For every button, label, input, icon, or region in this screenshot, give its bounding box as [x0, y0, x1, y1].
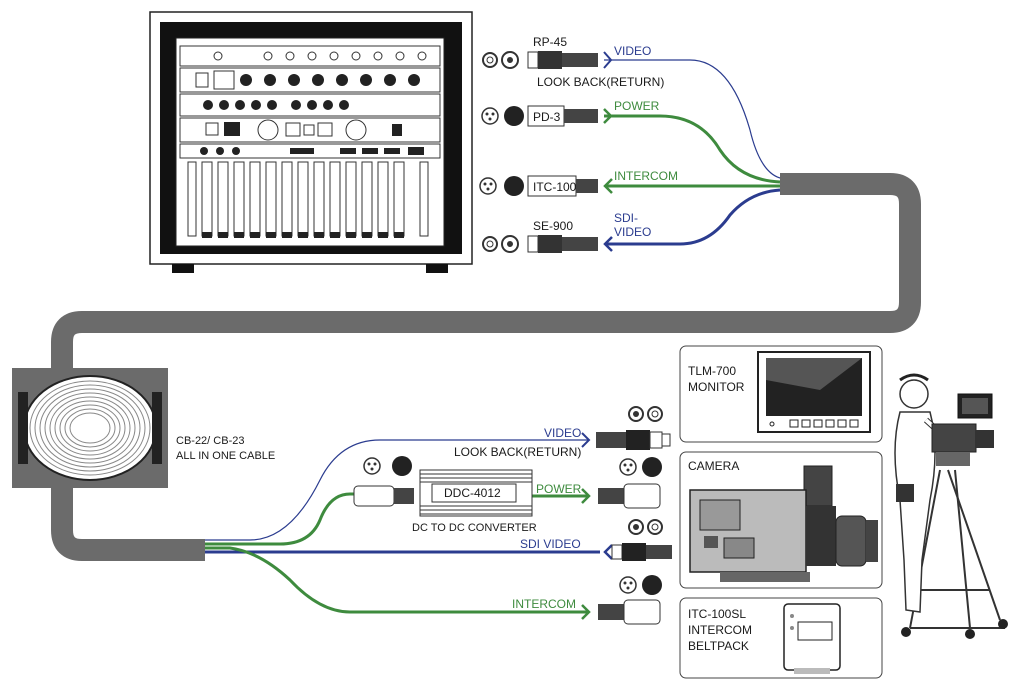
intercom-arrow-icon: [603, 178, 613, 194]
cam-video-line: [205, 439, 588, 541]
intercom-label-top: INTERCOM: [614, 169, 678, 183]
camera-operator-illustration: [894, 373, 1008, 639]
sdi-label-bottom: SDI VIDEO: [520, 537, 581, 551]
cam-intercom-line: [205, 546, 588, 614]
cable-label-1: CB-22/ CB-23: [176, 435, 244, 447]
main-cable: [51, 173, 921, 561]
sdi-label-top-1: SDI-: [614, 211, 638, 225]
rp45-label: RP-45: [533, 35, 567, 49]
converter-model-label: DDC-4012: [444, 486, 501, 500]
itc100-label: ITC-100: [533, 180, 577, 194]
lookback-label-top: LOOK BACK(RETURN): [537, 75, 664, 89]
se900-label: SE-900: [533, 219, 573, 233]
itc100-connector: [479, 175, 598, 197]
cam-sdi-connector: [611, 519, 672, 561]
pd3-label: PD-3: [533, 110, 561, 124]
base-station-rack: [149, 11, 473, 273]
base-video-line: [604, 59, 781, 179]
video-label-top: VIDEO: [614, 44, 651, 58]
dc-converter: [419, 469, 533, 517]
intercom-label-bottom: INTERCOM: [512, 597, 576, 611]
video-arrow-icon: [603, 51, 613, 69]
cam-video-connector: [596, 406, 671, 450]
cam-sdi-arrow-icon: [603, 544, 613, 560]
power-label-top: POWER: [614, 99, 660, 113]
sdi-arrow-icon: [603, 236, 613, 252]
camera-icon: [689, 465, 878, 582]
camera-label: CAMERA: [688, 459, 739, 473]
pd3-connector: [481, 105, 598, 127]
cam-power-arrow-icon: [581, 488, 591, 504]
beltpack-icon: [783, 603, 841, 674]
beltpack-label-2: INTERCOM: [688, 623, 752, 637]
video-label-bottom: VIDEO: [544, 426, 581, 440]
converter-input-connector: [353, 456, 414, 507]
beltpack-label-3: BELTPACK: [688, 639, 749, 653]
monitor-label-2: MONITOR: [688, 380, 745, 394]
cam-power-connector: [598, 457, 662, 509]
cam-video-arrow-icon: [581, 432, 591, 448]
cam-power-line-a: [205, 492, 354, 546]
cam-intercom-arrow-icon: [581, 604, 591, 620]
cam-intercom-connector: [598, 575, 662, 625]
power-label-bottom: POWER: [536, 482, 582, 496]
monitor-icon: [757, 351, 871, 433]
beltpack-label-1: ITC-100SL: [688, 607, 746, 621]
monitor-label-1: TLM-700: [688, 364, 736, 378]
base-power-line: [604, 114, 781, 184]
base-sdi-line: [606, 188, 781, 246]
cable-label-2: ALL IN ONE CABLE: [176, 450, 275, 462]
cable-reel: [12, 368, 168, 488]
power-arrow-icon: [603, 108, 613, 124]
converter-caption: DC TO DC CONVERTER: [412, 522, 537, 534]
sdi-label-top-2: VIDEO: [614, 225, 651, 239]
lookback-label-bottom: LOOK BACK(RETURN): [454, 445, 581, 459]
rp45-connector: [482, 51, 598, 69]
se900-connector: [482, 235, 598, 253]
